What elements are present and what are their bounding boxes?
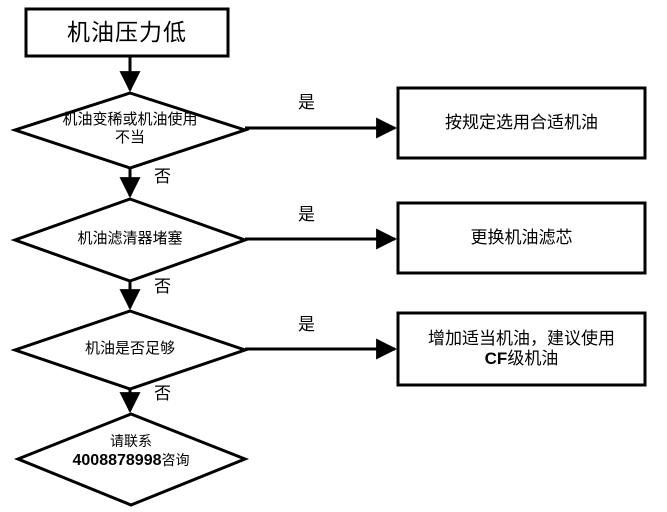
action1-node-shape [396,86,647,160]
edge-label-yes-1: 是 [298,94,315,111]
edge-label-yes-3-text: 是 [298,315,315,334]
action3-node-shape [396,311,647,387]
decision3-node-shape [10,309,250,391]
action2-node-shape [396,201,647,275]
contact-node-shape [13,412,250,507]
decision2-node-shape [10,197,250,283]
edge-label-yes-3: 是 [298,316,315,333]
edge-label-no-3: 否 [154,385,171,402]
decision1-node-shape [10,91,250,170]
edge-label-no-2: 否 [154,278,171,295]
edge-label-yes-1-text: 是 [298,93,315,112]
edge-label-no-2-text: 否 [154,277,171,296]
start-node-shape [24,7,230,58]
edge-label-no-3-text: 否 [154,384,171,403]
edge-label-no-1-text: 否 [154,167,171,186]
edge-label-no-1: 否 [154,168,171,185]
edge-label-yes-2-text: 是 [298,205,315,224]
edge-label-yes-2: 是 [298,206,315,223]
